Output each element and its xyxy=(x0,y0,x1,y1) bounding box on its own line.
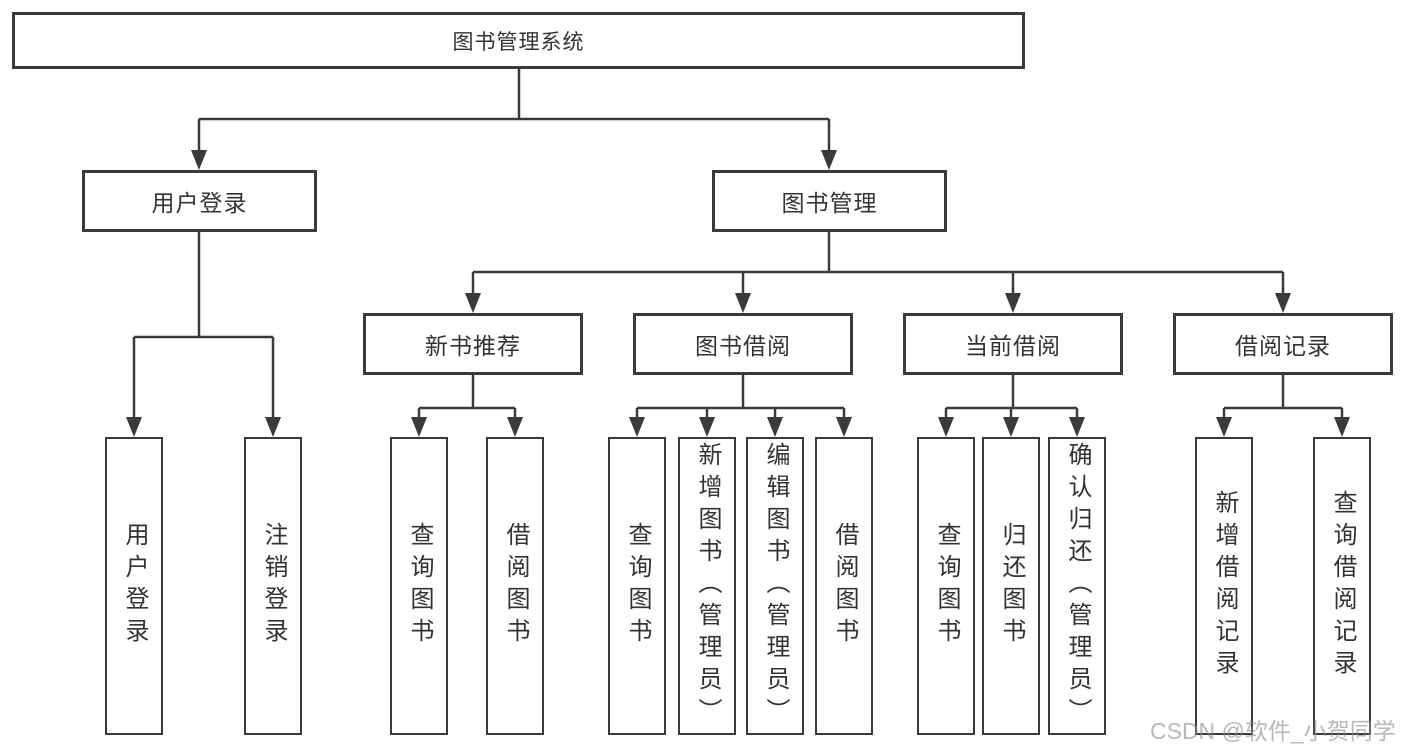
leaf-add-borrow-record: 新增借阅记录 xyxy=(1195,437,1253,735)
connector-newbook-to-leaves xyxy=(417,375,517,419)
node-borrow-records: 借阅记录 xyxy=(1173,313,1393,375)
leaf-logout: 注销登录 xyxy=(244,437,302,735)
node-current-borrow: 当前借阅 xyxy=(903,313,1123,375)
connector-bookborrow-to-leaves xyxy=(635,375,846,419)
node-book-management: 图书管理 xyxy=(712,170,947,232)
connector-records-to-leaves xyxy=(1222,375,1344,419)
leaf-recommend-search-books: 查询图书 xyxy=(390,437,448,735)
leaf-edit-books-admin: 编辑图书（管理员） xyxy=(746,437,804,735)
leaf-return-books: 归还图书 xyxy=(982,437,1040,735)
arrowhead-icons xyxy=(126,150,1350,437)
connector-userlogin-to-leaves xyxy=(132,232,275,419)
leaf-recommend-borrow-books: 借阅图书 xyxy=(486,437,544,735)
leaf-user-login: 用户登录 xyxy=(105,437,163,735)
leaf-borrow-books: 借阅图书 xyxy=(815,437,873,735)
connector-root-to-level2 xyxy=(197,69,831,152)
csdn-watermark: CSDN @软件_小贺同学 xyxy=(1150,718,1396,744)
leaf-add-books-admin: 新增图书（管理员） xyxy=(678,437,736,735)
leaf-search-borrow-record: 查询借阅记录 xyxy=(1313,437,1371,735)
node-user-login: 用户登录 xyxy=(82,170,317,232)
leaf-confirm-return-admin: 确认归还（管理员） xyxy=(1048,437,1106,735)
leaf-borrow-search-books: 查询图书 xyxy=(608,437,666,735)
node-new-book-recommend: 新书推荐 xyxy=(363,313,583,375)
node-book-borrow: 图书借阅 xyxy=(633,313,853,375)
node-library-system: 图书管理系统 xyxy=(12,12,1025,69)
leaf-current-search-books: 查询图书 xyxy=(917,437,975,735)
connector-currentborrow-to-leaves xyxy=(944,375,1079,419)
connector-bookmgmt-to-level3 xyxy=(471,232,1285,294)
